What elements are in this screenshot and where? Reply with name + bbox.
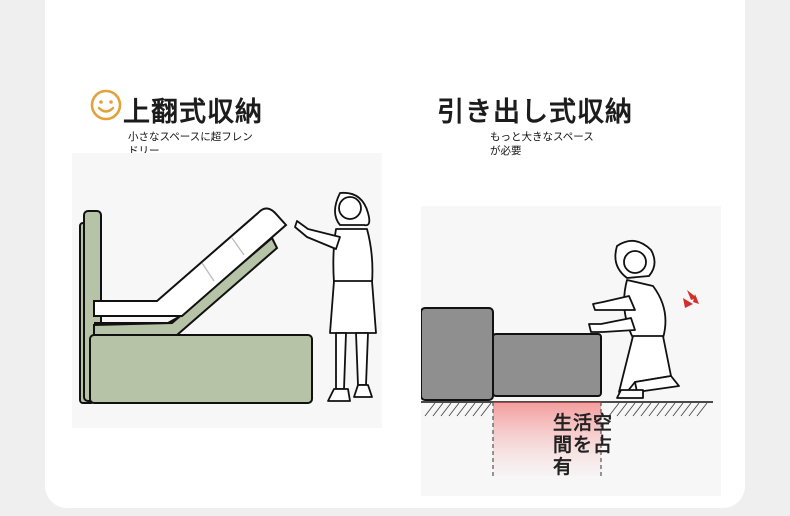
drawer-storage-panel: 引き出し式収納 もっと大きなスペース が必要 (395, 0, 745, 508)
lift-up-bed-illustration (72, 153, 382, 428)
lift-up-storage-title: 上翻式収納 (123, 97, 263, 128)
drawer-storage-title: 引き出し式収納 (437, 97, 633, 128)
content-card: 上翻式収納 小さなスペースに超フレン ドリー (45, 0, 745, 508)
space-text-line2: 間を占 (553, 434, 614, 456)
space-text-line1: 生活空 (553, 412, 614, 434)
lift-up-storage-panel: 上翻式収納 小さなスペースに超フレン ドリー (45, 0, 395, 508)
smile-face-icon (90, 89, 122, 121)
lift-up-caption-line1: 小さなスペースに超フレン (128, 131, 253, 143)
occupies-living-space-text: 生活空 間を占 有 (553, 412, 625, 478)
drawer-caption: もっと大きなスペース が必要 (490, 130, 640, 158)
drawer-bed-illustration (421, 206, 721, 496)
drawer-caption-line1: もっと大きなスペース (490, 131, 594, 143)
space-text-line3: 有 (553, 456, 574, 478)
drawer-caption-line2: が必要 (490, 145, 522, 157)
